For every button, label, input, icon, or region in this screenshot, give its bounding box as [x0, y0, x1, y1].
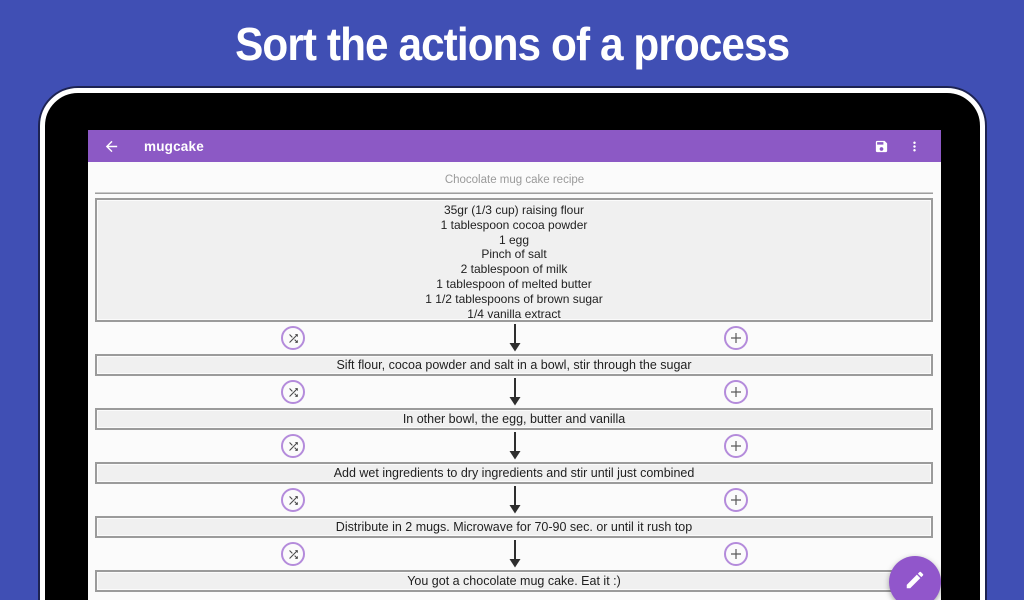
- app-bar: mugcake: [88, 130, 941, 162]
- add-icon[interactable]: [724, 380, 748, 404]
- shuffle-icon[interactable]: [281, 488, 305, 512]
- connector-row: [88, 538, 941, 570]
- edit-pencil-icon: [904, 569, 926, 596]
- page-title: Sort the actions of a process: [234, 18, 790, 70]
- connector-row: [88, 376, 941, 408]
- process-step-ingredients[interactable]: 35gr (1/3 cup) raising flour 1 tablespoo…: [95, 198, 933, 322]
- down-arrow-icon: [507, 432, 523, 465]
- connector-row: [88, 322, 941, 354]
- recipe-name-underline: [95, 192, 933, 194]
- down-arrow-icon: [507, 486, 523, 519]
- shuffle-icon[interactable]: [281, 380, 305, 404]
- add-icon[interactable]: [724, 326, 748, 350]
- shuffle-icon[interactable]: [281, 326, 305, 350]
- down-arrow-icon: [507, 540, 523, 573]
- banner: Sort the actions of a process: [0, 0, 1024, 88]
- edit-fab[interactable]: [889, 556, 941, 600]
- process-step[interactable]: In other bowl, the egg, butter and vanil…: [95, 408, 933, 430]
- app-bar-title: mugcake: [144, 138, 204, 154]
- save-icon[interactable]: [870, 135, 892, 157]
- process-step[interactable]: Add wet ingredients to dry ingredients a…: [95, 462, 933, 484]
- add-icon[interactable]: [724, 542, 748, 566]
- connector-row: [88, 484, 941, 516]
- add-icon[interactable]: [724, 434, 748, 458]
- shuffle-icon[interactable]: [281, 542, 305, 566]
- recipe-name-field[interactable]: Chocolate mug cake recipe: [444, 174, 585, 186]
- process-step[interactable]: You got a chocolate mug cake. Eat it :): [95, 570, 933, 592]
- down-arrow-icon: [507, 324, 523, 357]
- shuffle-icon[interactable]: [281, 434, 305, 458]
- overflow-menu-icon[interactable]: [903, 135, 925, 157]
- back-arrow-icon[interactable]: [102, 137, 120, 155]
- add-icon[interactable]: [724, 488, 748, 512]
- process-step[interactable]: Sift flour, cocoa powder and salt in a b…: [95, 354, 933, 376]
- connector-row: [88, 430, 941, 462]
- down-arrow-icon: [507, 378, 523, 411]
- process-step[interactable]: Distribute in 2 mugs. Microwave for 70-9…: [95, 516, 933, 538]
- app-screen: mugcake Chocolate mug cake recipe 35gr (…: [88, 130, 941, 600]
